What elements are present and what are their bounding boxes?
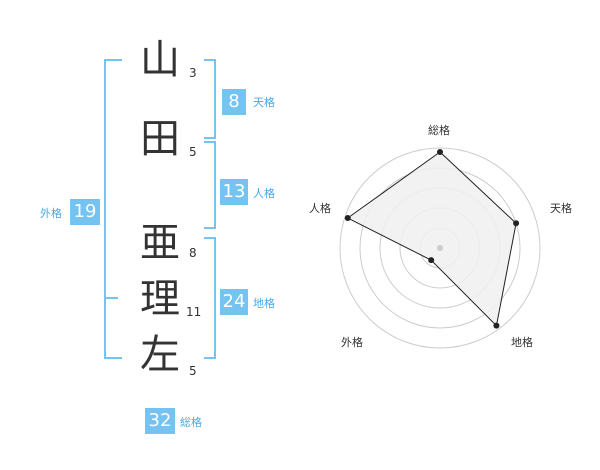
soukaku-label: 総格	[180, 416, 202, 429]
tenkaku-badge: 8	[222, 89, 246, 115]
gaikaku-bracket	[104, 59, 122, 359]
gaikaku-label: 外格	[40, 207, 62, 220]
radar-axis-label-tenkaku: 天格	[550, 202, 572, 215]
radar-point	[437, 149, 443, 155]
stroke-count-1: 3	[189, 66, 197, 80]
chikaku-bracket	[204, 237, 216, 359]
radar-point	[428, 257, 435, 264]
radar-axis-label-gaikaku: 外格	[341, 336, 363, 349]
name-char-3: 亜	[140, 220, 180, 266]
tenkaku-bracket	[204, 59, 216, 139]
radar-axis-label-chikaku: 地格	[511, 336, 533, 349]
name-char-4: 理	[140, 276, 180, 322]
radar-polygon	[346, 151, 517, 327]
radar-points	[344, 149, 520, 329]
radar-point	[513, 220, 520, 227]
stroke-count-2: 5	[189, 145, 197, 159]
chikaku-badge: 24	[220, 289, 248, 315]
stroke-count-3: 8	[189, 246, 197, 260]
radar-axis-label-soukaku: 総格	[428, 124, 450, 137]
soukaku-badge: 32	[145, 408, 175, 434]
stroke-count-5: 5	[189, 364, 197, 378]
surname-divider-tick	[104, 297, 118, 299]
name-char-5: 左	[140, 332, 180, 378]
name-char-1: 山	[140, 37, 180, 83]
radar-axis-label-jinkaku: 人格	[309, 202, 331, 215]
radar-point	[344, 215, 351, 222]
name-char-2: 田	[140, 116, 180, 162]
radar-point	[493, 322, 500, 329]
tenkaku-label: 天格	[253, 96, 275, 109]
jinkaku-badge: 13	[220, 179, 248, 205]
radar-ring	[339, 147, 541, 349]
jinkaku-label: 人格	[253, 187, 275, 200]
stroke-count-4: 11	[186, 305, 202, 319]
radar-center-dot	[437, 245, 443, 251]
gaikaku-badge: 19	[70, 199, 100, 225]
chikaku-label: 地格	[253, 297, 275, 310]
jinkaku-bracket	[204, 141, 216, 229]
